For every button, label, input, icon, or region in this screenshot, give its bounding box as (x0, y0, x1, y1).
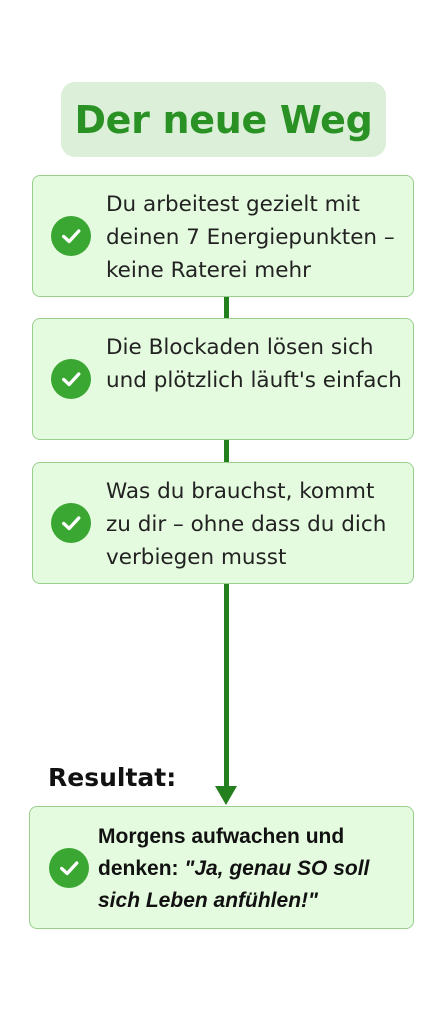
page-title: Der neue Weg (74, 97, 373, 142)
connector-line-2 (224, 440, 229, 462)
step-box-1: Du arbeitest gezielt mit deinen 7 Energi… (32, 175, 414, 297)
result-label: Resultat: (48, 763, 177, 792)
step-box-3: Was du brauchst, kommt zu dir – ohne das… (32, 462, 414, 584)
check-circle-icon (51, 216, 91, 256)
arrow-head-icon (215, 786, 237, 805)
result-text-quote: "Ja, genau SO soll sich Leben anfühlen!" (98, 857, 370, 912)
result-box: Morgens aufwachen und denken: "Ja, genau… (29, 806, 414, 929)
step-box-2: Die Blockaden lösen sich und plötzlich l… (32, 318, 414, 440)
step-text: Du arbeitest gezielt mit deinen 7 Energi… (106, 192, 395, 283)
connector-line-3 (224, 583, 229, 788)
title-banner: Der neue Weg (61, 82, 386, 157)
result-text-plain: Morgens aufwachen und denken: (98, 825, 345, 880)
check-circle-icon (51, 359, 91, 399)
step-text: Was du brauchst, kommt zu dir – ohne das… (106, 479, 387, 570)
step-text: Die Blockaden lösen sich und plötzlich l… (106, 335, 402, 393)
check-circle-icon (49, 848, 89, 888)
check-circle-icon (51, 503, 91, 543)
result-text: Morgens aufwachen und denken: "Ja, genau… (98, 821, 403, 917)
connector-line-1 (224, 296, 229, 318)
